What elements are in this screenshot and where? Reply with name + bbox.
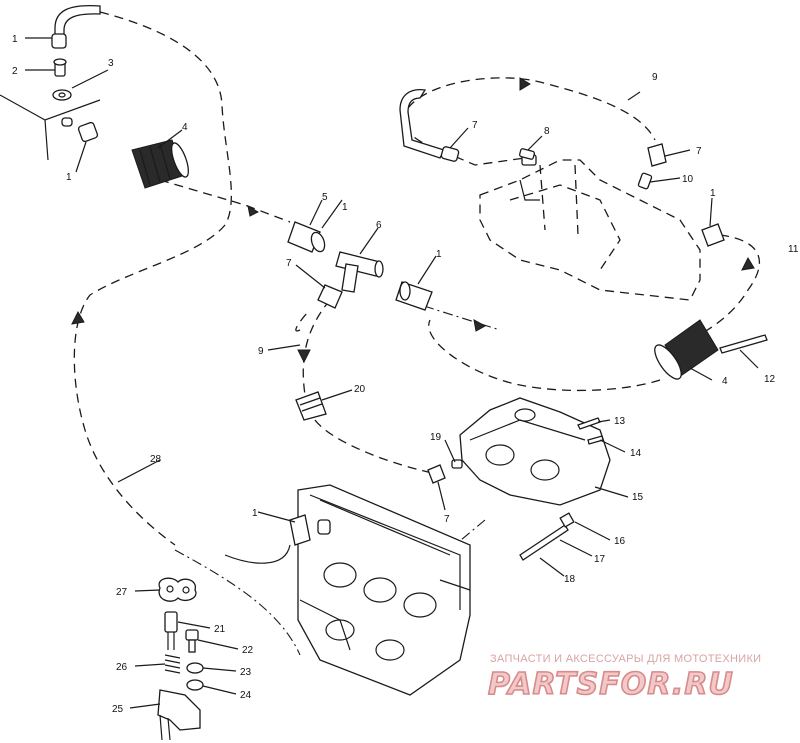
flow-arrows <box>71 77 755 364</box>
fitting-2 <box>53 58 67 77</box>
hose-elbow-1 <box>51 4 101 49</box>
callout-labels: 1 2 3 4 1 9 7 8 7 10 5 1 6 1 7 1 11 9 20… <box>12 34 799 715</box>
callout-28: 28 <box>150 454 162 465</box>
washer-23 <box>186 662 204 674</box>
callout-3: 3 <box>108 58 114 69</box>
spring-26 <box>164 654 181 674</box>
bellows-4-right <box>654 319 719 380</box>
callout-20: 20 <box>354 384 366 395</box>
callout-13: 13 <box>614 416 626 427</box>
callout-27: 27 <box>116 587 128 598</box>
gasket-27 <box>158 577 197 602</box>
tie-strap-12 <box>719 334 768 354</box>
callout-26: 26 <box>116 662 128 673</box>
bolt-22 <box>185 629 199 653</box>
callout-22: 22 <box>242 645 254 656</box>
callout-9: 9 <box>652 72 658 83</box>
sleeve-20 <box>295 391 327 421</box>
elbow-7-center <box>317 284 343 309</box>
watermark-logo: PARTSFOR.RU <box>488 667 734 702</box>
elbow-7-right <box>647 143 667 167</box>
fuel-tank-corner <box>0 94 101 161</box>
callout-12: 12 <box>764 374 776 385</box>
coupler-1-right <box>701 223 725 247</box>
pipe-stub-1 <box>61 117 99 143</box>
engine-block <box>224 484 471 696</box>
carburetor-assembly <box>479 154 701 301</box>
bellows-4-left <box>131 139 189 189</box>
screw-14 <box>587 435 604 445</box>
callout-7: 7 <box>286 258 292 269</box>
callout-24: 24 <box>240 690 252 701</box>
callout-19: 19 <box>430 432 442 443</box>
washer-3 <box>52 89 72 101</box>
callout-4: 4 <box>722 376 728 387</box>
callout-5: 5 <box>322 192 328 203</box>
callout-1: 1 <box>12 34 18 45</box>
coupler-1-center <box>395 281 433 311</box>
callout-1: 1 <box>710 188 716 199</box>
callout-14: 14 <box>630 448 642 459</box>
callout-1: 1 <box>436 249 442 260</box>
callout-7: 7 <box>444 514 450 525</box>
hose-routing-lines <box>73 11 760 656</box>
callout-11: 11 <box>788 244 799 255</box>
intake-manifold-15 <box>459 397 611 506</box>
callout-18: 18 <box>564 574 576 585</box>
hose-9-top <box>399 89 460 162</box>
callout-1: 1 <box>252 508 258 519</box>
callout-25: 25 <box>112 704 124 715</box>
fitting-10 <box>637 172 653 190</box>
callout-15: 15 <box>632 492 644 503</box>
callout-7: 7 <box>472 120 478 131</box>
clip-7-lower <box>427 464 446 484</box>
callout-2: 2 <box>12 66 18 77</box>
callout-10: 10 <box>682 174 694 185</box>
callout-21: 21 <box>214 624 226 635</box>
washer-24 <box>186 679 204 691</box>
housing-25 <box>157 689 201 741</box>
fitting-8 <box>519 148 535 160</box>
callout-17: 17 <box>594 554 606 565</box>
fitting-19 <box>451 459 463 469</box>
tee-fitting-6 <box>335 251 384 293</box>
callout-9: 9 <box>258 346 264 357</box>
watermark-tagline: ЗАПЧАСТИ И АКСЕССУАРЫ ДЛЯ МОТОТЕХНИКИ <box>490 653 761 665</box>
bolt-16-17-18 <box>519 512 575 561</box>
callout-7: 7 <box>696 146 702 157</box>
coupler-5 <box>287 221 326 253</box>
callout-1: 1 <box>66 172 72 183</box>
callout-1: 1 <box>342 202 348 213</box>
callout-8: 8 <box>544 126 550 137</box>
watermark: ЗАПЧАСТИ И АКСЕССУАРЫ ДЛЯ МОТОТЕХНИКИ PA… <box>487 653 761 703</box>
callout-16: 16 <box>614 536 626 547</box>
callout-6: 6 <box>376 220 382 231</box>
leader-lines <box>25 37 759 709</box>
callout-4: 4 <box>182 122 188 133</box>
sensor-21 <box>164 611 178 650</box>
callout-23: 23 <box>240 667 252 678</box>
